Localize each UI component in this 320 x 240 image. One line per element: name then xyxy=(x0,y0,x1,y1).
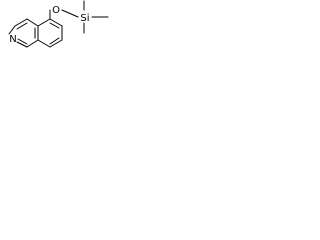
bond-c8-c8a xyxy=(37,39,51,48)
bond-c7-c8 xyxy=(49,39,63,48)
chemical-structure-diagram: N O Si xyxy=(8,0,109,48)
bond-c4a-c5 xyxy=(37,18,51,27)
bond-c3-n2 xyxy=(16,41,28,48)
bond-c8a-c4a xyxy=(26,18,39,27)
nitrogen-label: N xyxy=(9,34,16,45)
silicon-label: Si xyxy=(80,13,89,24)
bond-c5-c6 xyxy=(49,18,63,27)
bond-c4-c3 xyxy=(26,39,39,48)
atom-labels: N O Si xyxy=(9,5,89,45)
double-bond-c1-c8a xyxy=(16,22,28,30)
bond-c1-c8a xyxy=(14,18,28,27)
double-bond-c5-c6 xyxy=(49,22,60,29)
double-bond-c3-n2 xyxy=(17,38,28,45)
trimethylsilyloxy-group xyxy=(49,0,109,34)
bond-n2-c1 xyxy=(8,25,16,35)
oxygen-label: O xyxy=(52,5,60,16)
benzene-ring xyxy=(37,18,63,48)
double-bond-c7-c8 xyxy=(49,37,60,45)
bond-o-si xyxy=(61,9,79,18)
pyridine-ring xyxy=(8,18,39,48)
